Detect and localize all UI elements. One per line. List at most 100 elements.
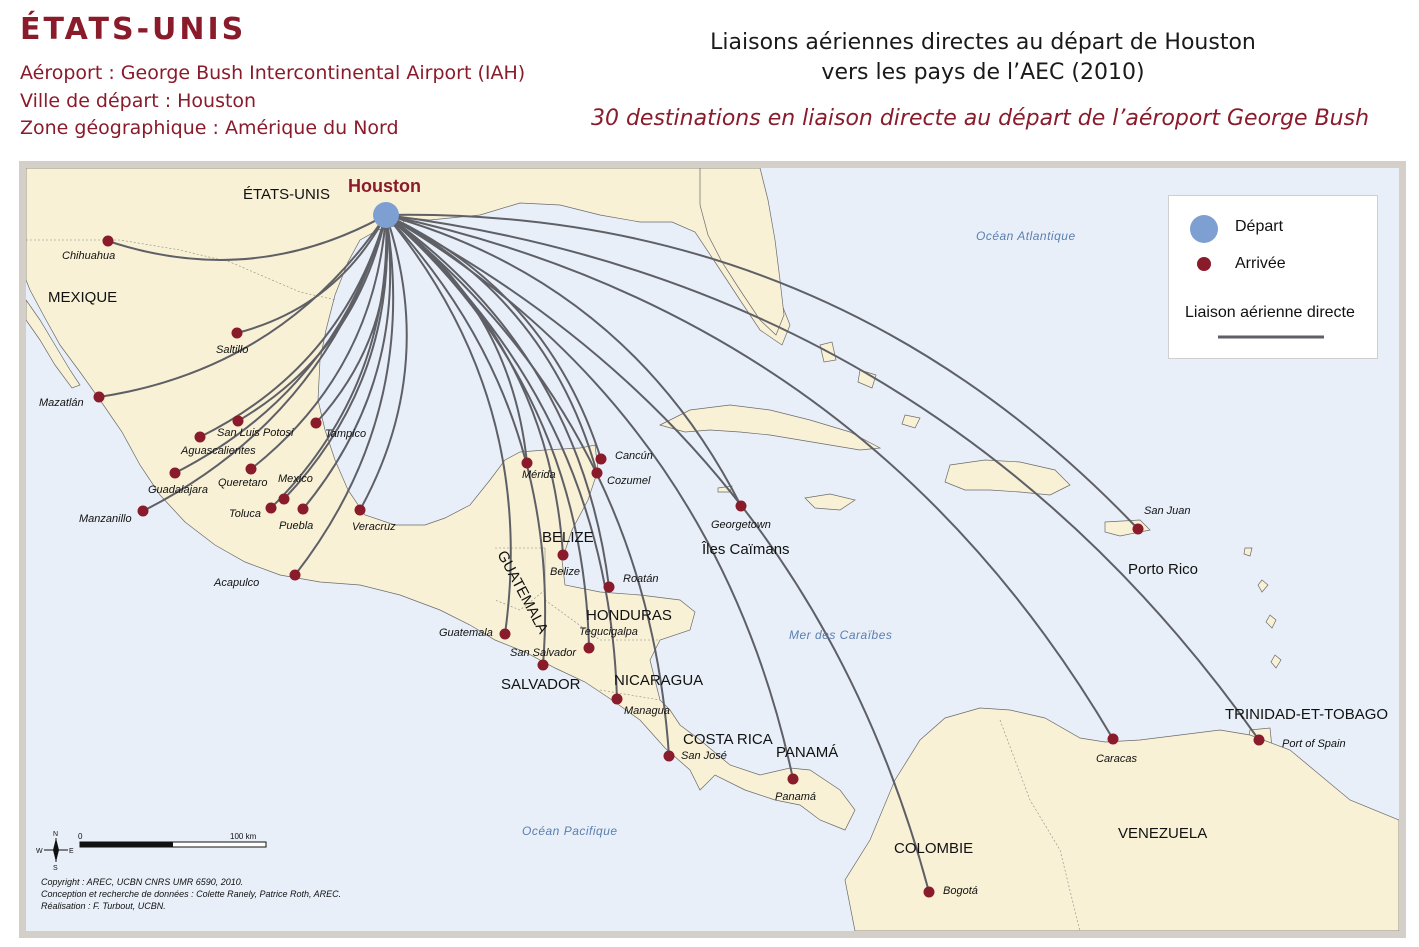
destination-label: Mazatlán: [39, 397, 84, 409]
land-antilles-2: [1257, 579, 1269, 593]
destination-marker[interactable]: [537, 659, 549, 671]
legend-departure-icon: [1190, 215, 1218, 243]
route-line: [385, 213, 1139, 530]
sea-label-atlantic: Océan Atlantique: [976, 229, 1076, 243]
route-line: [385, 214, 512, 635]
border-honduras: [544, 599, 660, 641]
land-antilles-4: [1270, 654, 1282, 669]
route-line: [385, 214, 670, 757]
destination-marker[interactable]: [194, 431, 206, 443]
route-line: [294, 214, 395, 576]
destination-label: Tampico: [325, 428, 366, 440]
route-line: [98, 214, 387, 398]
map-title-line2: vers les pays de l’AEC (2010): [821, 60, 1145, 85]
border-colombia-venezuela: [999, 719, 1081, 931]
destination-marker[interactable]: [735, 500, 747, 512]
destination-marker[interactable]: [93, 391, 105, 403]
destination-marker[interactable]: [663, 750, 675, 762]
route-line: [142, 214, 387, 512]
destination-marker[interactable]: [278, 493, 290, 505]
country-label-trinidad: TRINIDAD-ET-TOBAGO: [1225, 706, 1388, 723]
svg-text:W: W: [36, 848, 43, 855]
credits-line1: Copyright : AREC, UCBN CNRS UMR 6590, 20…: [41, 877, 243, 887]
country-label-usa: ÉTATS-UNIS: [243, 186, 330, 203]
destination-label: Bogotá: [943, 885, 978, 897]
destination-label: Roatán: [623, 573, 658, 585]
svg-text:100 km: 100 km: [230, 832, 257, 841]
country-label-venezuela: VENEZUELA: [1118, 825, 1207, 842]
destination-marker[interactable]: [583, 642, 595, 654]
destination-marker[interactable]: [245, 463, 257, 475]
city-line: Ville de départ : Houston: [20, 90, 257, 112]
country-label-cayman: Îles Caïmans: [701, 541, 790, 558]
svg-text:N: N: [53, 831, 58, 838]
destination-label: San José: [681, 750, 727, 762]
legend: Départ Arrivée Liaison aérienne directe: [1168, 195, 1378, 359]
destination-marker[interactable]: [102, 235, 114, 247]
destination-marker[interactable]: [923, 886, 935, 898]
destination-label: Veracruz: [352, 521, 396, 533]
svg-text:E: E: [69, 848, 74, 855]
destination-label: Guadalajara: [148, 484, 208, 496]
destination-label: Cozumel: [607, 475, 651, 487]
destination-marker[interactable]: [232, 415, 244, 427]
land-bahamas-2: [857, 369, 877, 389]
destination-marker[interactable]: [265, 502, 277, 514]
country-label-salvador: SALVADOR: [501, 676, 581, 693]
country-label-nicaragua: NICARAGUA: [614, 672, 703, 689]
country-label-mexico: MEXIQUE: [48, 289, 117, 306]
scale-bar: 0 100 km: [78, 832, 267, 848]
zone-line: Zone géographique : Amérique du Nord: [20, 117, 399, 139]
destination-label: Manzanillo: [79, 513, 132, 525]
destination-marker[interactable]: [137, 505, 149, 517]
destination-label: Managua: [624, 705, 670, 717]
destination-marker[interactable]: [787, 773, 799, 785]
destination-label: Caracas: [1096, 753, 1137, 765]
map-subtitle: 30 destinations en liaison directe au dé…: [590, 106, 1370, 131]
destination-marker[interactable]: [611, 693, 623, 705]
country-label-belize: BELIZE: [542, 529, 594, 546]
route-line: [250, 214, 387, 470]
destination-marker[interactable]: [354, 504, 366, 516]
destination-marker[interactable]: [1107, 733, 1119, 745]
route-line: [283, 214, 389, 500]
destination-marker[interactable]: [595, 453, 607, 465]
route-line: [385, 214, 1260, 741]
land-antilles-3: [1265, 614, 1277, 629]
route-line: [302, 214, 392, 510]
destination-label: San Juan: [1144, 505, 1190, 517]
credits-line3: Réalisation : F. Turbout, UCBN.: [41, 901, 166, 911]
legend-departure-label: Départ: [1235, 218, 1284, 235]
destination-marker[interactable]: [603, 581, 615, 593]
origin-label: Houston: [348, 176, 421, 196]
destination-marker[interactable]: [169, 467, 181, 479]
airport-line: Aéroport : George Bush Intercontinental …: [20, 62, 526, 84]
route-line: [385, 214, 930, 893]
country-label-honduras: HONDURAS: [586, 607, 672, 624]
map-title-line1: Liaisons aériennes directes au départ de…: [710, 30, 1256, 55]
destination-marker[interactable]: [289, 569, 301, 581]
destination-marker[interactable]: [499, 628, 511, 640]
routes-layer: [98, 213, 1260, 893]
destination-marker[interactable]: [1132, 523, 1144, 535]
destination-label: Aguascalientes: [180, 445, 256, 457]
legend-route-label: Liaison aérienne directe: [1185, 304, 1355, 321]
destination-label: San Salvador: [510, 647, 577, 659]
destination-marker[interactable]: [1253, 734, 1265, 746]
sea-label-caribbean: Mer des Caraïbes: [789, 628, 892, 642]
route-line: [270, 214, 388, 509]
land-jamaica: [804, 493, 856, 511]
destination-marker[interactable]: [297, 503, 309, 515]
country-label-costa-rica: COSTA RICA: [683, 731, 773, 748]
country-label-puerto-rico: Porto Rico: [1128, 561, 1198, 578]
destination-marker[interactable]: [310, 417, 322, 429]
destination-marker[interactable]: [557, 549, 569, 561]
border-us-mexico: [26, 239, 337, 301]
destination-marker[interactable]: [231, 327, 243, 339]
route-line: [236, 214, 387, 334]
route-line: [107, 214, 387, 261]
credits-line2: Conception et recherche de données : Col…: [41, 889, 341, 899]
destination-marker[interactable]: [521, 457, 533, 469]
origin-marker[interactable]: [373, 202, 399, 228]
destination-marker[interactable]: [591, 467, 603, 479]
